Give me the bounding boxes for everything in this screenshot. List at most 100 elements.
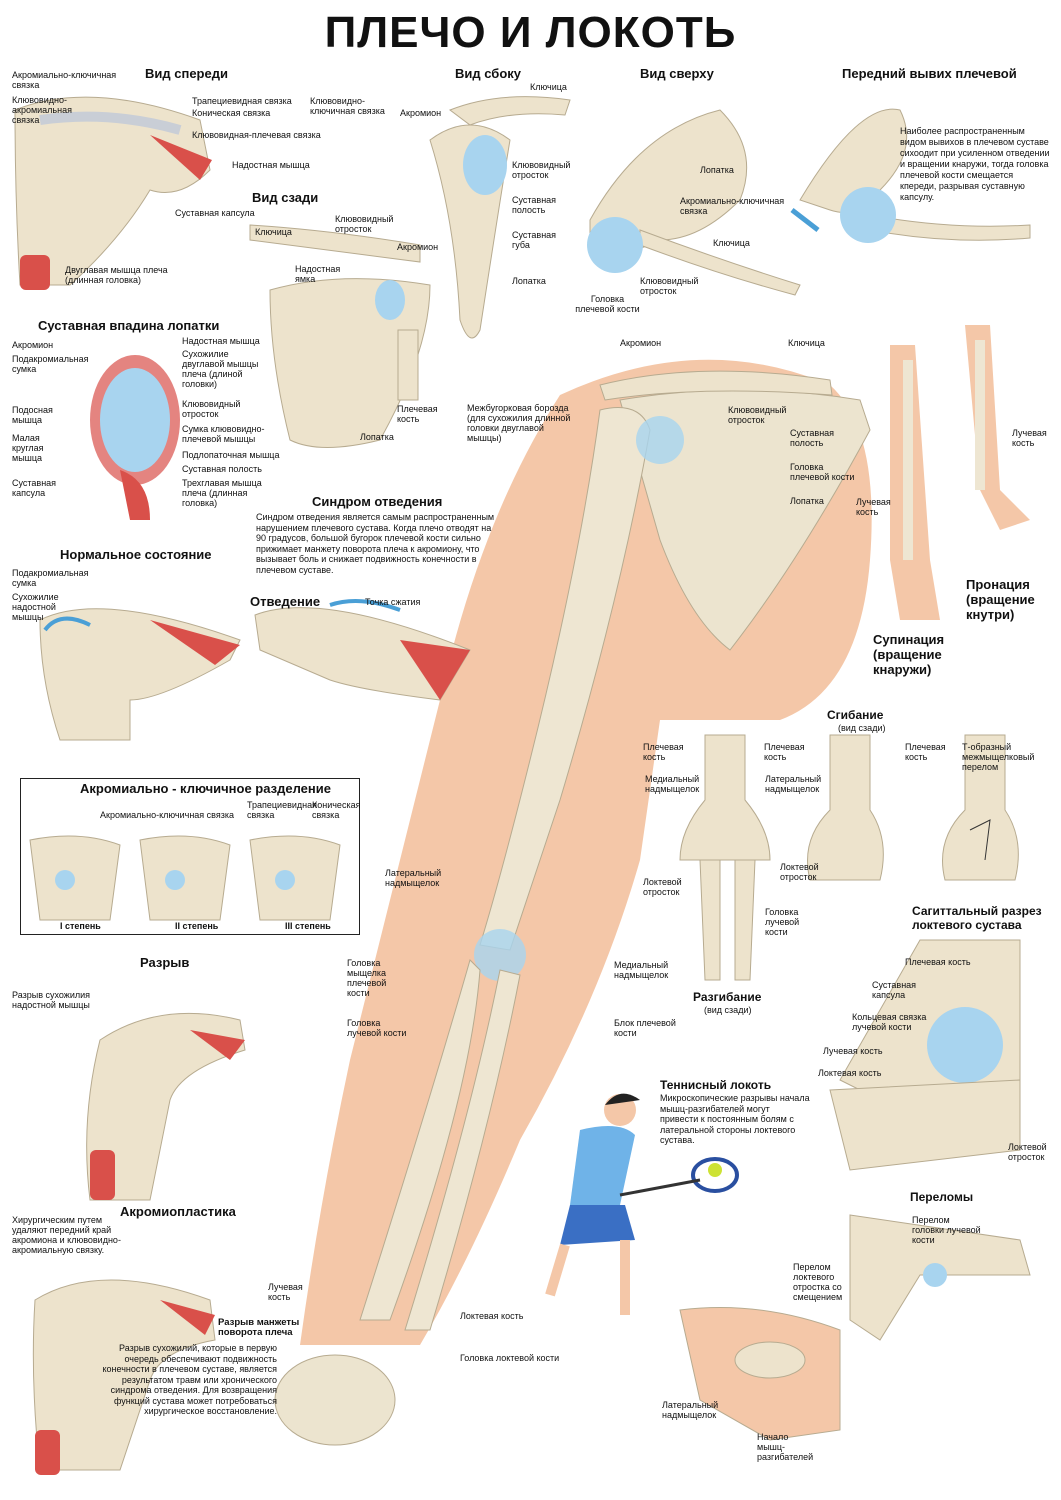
flexion-label: Латеральный надмыщелок bbox=[765, 774, 822, 794]
arm-label: Головка лучевой кости bbox=[347, 1018, 407, 1038]
extension-subheading: (вид сзади) bbox=[704, 1005, 752, 1015]
normal-heading: Нормальное состояние bbox=[60, 547, 212, 562]
tear-label: Разрыв сухожилия надостной мышцы bbox=[12, 990, 90, 1010]
sagittal-label: Суставная капсула bbox=[872, 980, 917, 1000]
separation-label: Акромиально-ключичная связка bbox=[100, 810, 235, 820]
back-label: Ключица bbox=[255, 227, 292, 237]
glenoid-label: Подосная мышца bbox=[12, 405, 53, 425]
side-label: Клювовидный отросток bbox=[512, 160, 571, 180]
arm-label: Акромион bbox=[620, 338, 662, 348]
top-label: Лопатка bbox=[700, 165, 734, 175]
pronation-heading: Пронация (вращение кнутри) bbox=[966, 577, 1035, 622]
top-label: Ключица bbox=[713, 238, 750, 248]
glenoid-label: Клювовидный отросток bbox=[182, 399, 241, 419]
side-label: Суставная полость bbox=[512, 195, 557, 215]
cuff-text: Разрыв сухожилий, которые в первую очере… bbox=[102, 1343, 277, 1416]
flexion-label: Головка лучевой кости bbox=[765, 907, 800, 937]
flexion-label: Локтевой отросток bbox=[643, 877, 682, 897]
sagittal-label: Лучевая кость bbox=[823, 1046, 883, 1056]
glenoid-label: Подлопаточная мышца bbox=[182, 450, 280, 460]
abduction-label: Точка сжатия bbox=[365, 597, 421, 607]
back-label: Плечевая кость bbox=[397, 404, 438, 424]
dislocation-text: Наиболее распространенным видом вывихов … bbox=[900, 126, 1050, 202]
back-label: Акромион bbox=[397, 242, 439, 252]
back-label: Клювовидный отросток bbox=[335, 214, 394, 234]
flexion-label: Плечевая кость bbox=[905, 742, 946, 762]
flexion-label: Медиальный надмыщелок bbox=[645, 774, 700, 794]
supination-heading: Супинация (вращение кнаружи) bbox=[873, 632, 945, 677]
elbow-bottom-label: Начало мышц-разгибателей bbox=[757, 1432, 814, 1462]
impingement-text: Синдром отведения является самым распрос… bbox=[256, 512, 495, 575]
arm-label: Головка локтевой кости bbox=[460, 1353, 560, 1363]
separation-label: Трапециевидная связка bbox=[247, 800, 317, 820]
side-label: Лопатка bbox=[512, 276, 546, 286]
top-label: Клювовидный отросток bbox=[640, 276, 699, 296]
arm-label: Плечевая кость bbox=[643, 742, 684, 762]
glenoid-label: Малая круглая мышца bbox=[12, 433, 44, 463]
back-view-heading: Вид сзади bbox=[252, 190, 319, 205]
front-label: Суставная капсула bbox=[175, 208, 255, 218]
flexion-label: Локтевой отросток bbox=[780, 862, 819, 882]
front-view-heading: Вид спереди bbox=[145, 66, 228, 81]
glenoid-label: Суставная полость bbox=[182, 464, 262, 474]
side-label: Суставная губа bbox=[512, 230, 557, 250]
clavicle bbox=[599, 370, 833, 401]
abduction-heading: Отведение bbox=[250, 594, 321, 609]
arm-label: Локтевая кость bbox=[460, 1311, 524, 1321]
rotation-label: Лучевая кость bbox=[1012, 428, 1047, 448]
tear-heading: Разрыв bbox=[140, 955, 190, 970]
side-label: Акромион bbox=[400, 108, 442, 118]
front-label: Клювовидно-акромиальная связка bbox=[12, 95, 72, 125]
fractures-heading: Переломы bbox=[910, 1190, 974, 1204]
radius bbox=[359, 959, 481, 1321]
humerus bbox=[479, 407, 651, 951]
arm-label: Лопатка bbox=[790, 496, 824, 506]
acromioplasty-text: Хирургическим путем удаляют передний кра… bbox=[12, 1215, 121, 1255]
glenoid-label: Суставная капсула bbox=[12, 478, 57, 498]
arm-label: Головка мыщелка плечевой кости bbox=[347, 958, 387, 998]
flexion-label: Т-образный межмыщелковый перелом bbox=[962, 742, 1035, 772]
front-label: Трапециевидная связка bbox=[192, 96, 292, 106]
arm-label: Межбугорковая борозда (для сухожилия дли… bbox=[467, 403, 571, 443]
back-label: Лопатка bbox=[360, 432, 394, 442]
sagittal-heading: Сагиттальный разрез локтевого сустава bbox=[912, 904, 1042, 932]
sagittal-label: Кольцевая связка лучевой кости bbox=[852, 1012, 927, 1032]
front-label: Надостная мышца bbox=[232, 160, 310, 170]
side-view-heading: Вид сбоку bbox=[455, 66, 522, 81]
front-label: Клювовидно-ключичная связка bbox=[310, 96, 385, 116]
glenoid-label: Подакромиальная сумка bbox=[12, 354, 89, 374]
sagittal-label: Локтевая кость bbox=[818, 1068, 882, 1078]
glenoid-label: Надостная мышца bbox=[182, 336, 260, 346]
top-view-heading: Вид сверху bbox=[640, 66, 714, 81]
flexion-subheading: (вид сзади) bbox=[838, 723, 886, 733]
grade-label: I степень bbox=[60, 921, 101, 931]
arm-label: Суставная полость bbox=[790, 428, 835, 448]
front-label: Коническая связка bbox=[192, 108, 271, 118]
arm-label: Блок плечевой кости bbox=[614, 1018, 676, 1038]
flexion-heading: Сгибание bbox=[827, 708, 884, 722]
arm-label: Головка плечевой кости bbox=[790, 462, 855, 482]
fractures-label: Перелом локтевого отростка со смещением bbox=[793, 1262, 843, 1302]
rotation-label: Лучевая кость bbox=[856, 497, 891, 517]
ulna bbox=[404, 969, 521, 1331]
impingement-heading: Синдром отведения bbox=[312, 494, 443, 509]
page-title: ПЛЕЧО И ЛОКОТЬ bbox=[324, 8, 737, 57]
sagittal-label: Плечевая кость bbox=[905, 957, 971, 967]
cuff-heading: Разрыв манжеты поворота плеча bbox=[218, 1317, 300, 1338]
arm-label: Латеральный надмыщелок bbox=[385, 868, 442, 888]
glenoid-label: Сумка клювовидно-плечевой мышцы bbox=[182, 424, 265, 444]
front-label: Акромиально-ключичная связка bbox=[12, 70, 117, 90]
arm-label: Ключица bbox=[788, 338, 825, 348]
arm-label: Медиальный надмыщелок bbox=[614, 960, 669, 980]
arm-label: Лучевая кость bbox=[268, 1282, 303, 1302]
front-label: Клювовидная-плечевая связка bbox=[192, 130, 321, 140]
grade-label: III степень bbox=[285, 921, 331, 931]
glenoid-label: Сухожилие двуглавой мышцы плеча (длиной … bbox=[182, 349, 259, 389]
extension-heading: Разгибание bbox=[693, 990, 762, 1004]
acromioplasty-heading: Акромиопластика bbox=[120, 1204, 236, 1219]
tennis-heading: Теннисный локоть bbox=[660, 1078, 772, 1092]
side-label: Ключица bbox=[530, 82, 567, 92]
fractures-label: Перелом головки лучевой кости bbox=[912, 1215, 981, 1245]
dislocation-heading: Передний вывих плечевой bbox=[842, 66, 1017, 81]
